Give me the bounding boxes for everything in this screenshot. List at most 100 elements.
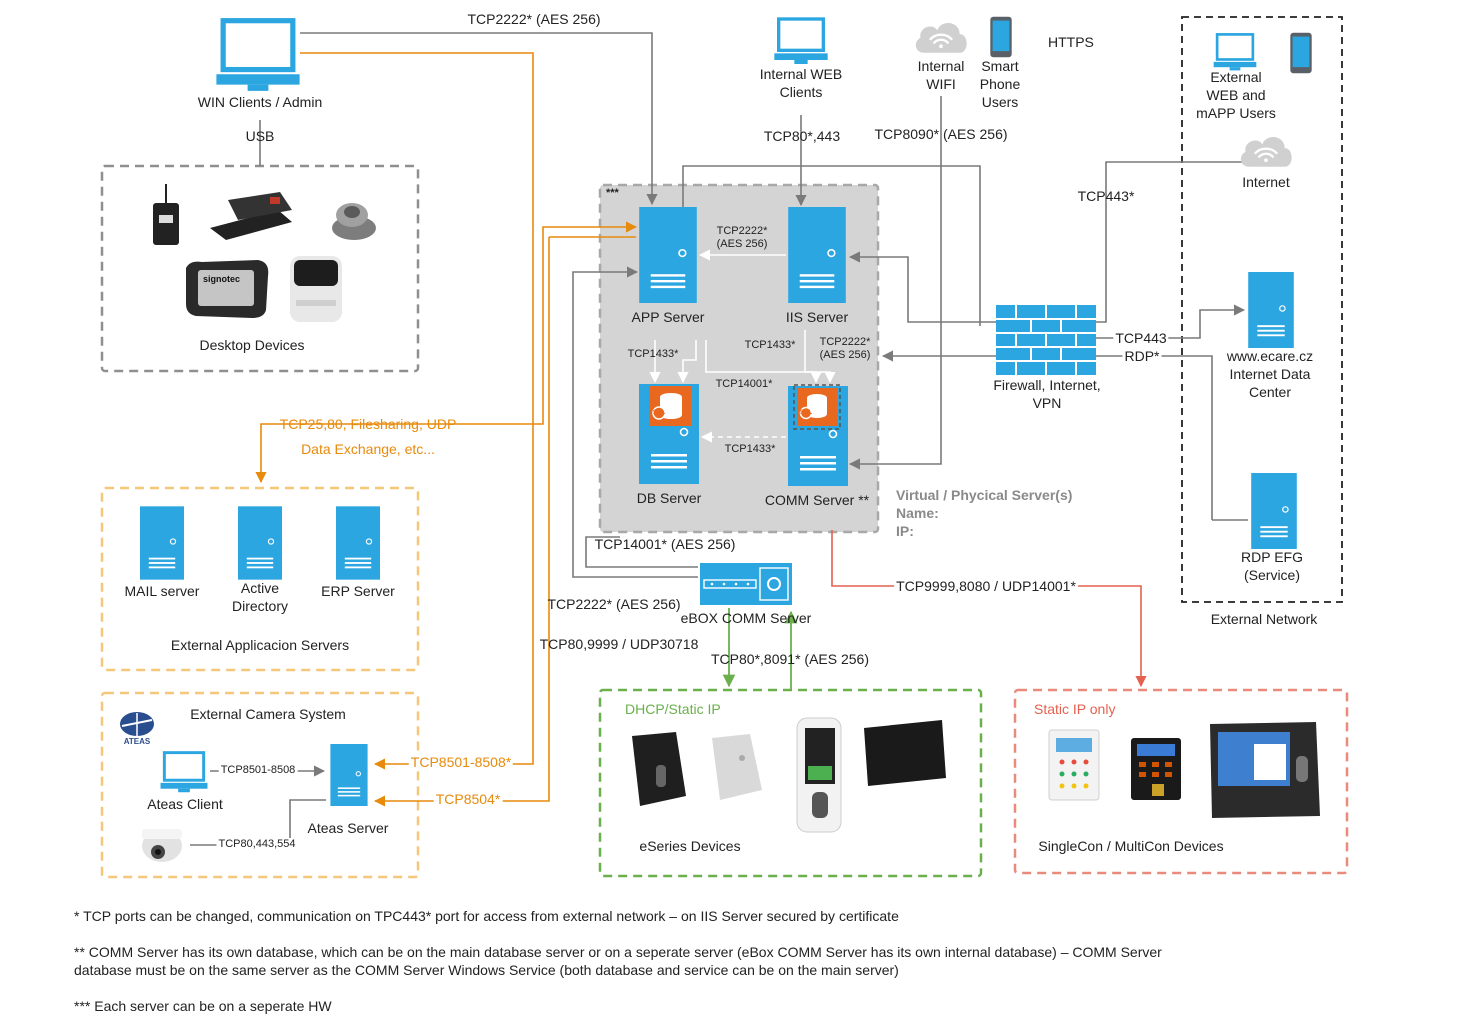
desktop-devices-label: Desktop Devices	[199, 337, 305, 353]
eseries-controller-icon	[864, 720, 946, 786]
line-win-app	[300, 32, 658, 206]
footnote-3: *** Each server can be on a seperate HW	[74, 998, 332, 1014]
multicon-terminal-icon	[1210, 722, 1320, 818]
ateas-logo-icon	[120, 712, 154, 736]
singlecon-devices-label: SingleCon / MultiCon Devices	[1038, 838, 1224, 854]
ateas-client-icon	[160, 751, 208, 793]
external-web-label: External WEB and mAPP Users	[1196, 69, 1276, 121]
ecare-label: www.ecare.cz Internet Data Center	[1226, 348, 1314, 400]
fingerprint-reader-icon	[332, 203, 376, 240]
https-label: HTTPS	[1048, 34, 1094, 50]
conn-web-iis: TCP80*,443	[763, 128, 841, 144]
sql-badge-comm: SQL	[799, 410, 813, 416]
line-ebox-app	[572, 266, 698, 578]
eseries-terminal-face-icon	[796, 717, 842, 833]
conn-comm-singlecon: TCP9999,8080 / UDP14001*	[894, 578, 1078, 594]
conn-comm-db: TCP1433*	[724, 443, 776, 455]
usb-label: USB	[245, 128, 275, 144]
line-ext-app	[533, 221, 638, 425]
virtual-servers-note: Virtual / Phycical Server(s) Name: IP:	[896, 487, 1073, 539]
line-internet-fw	[1096, 161, 1262, 323]
internal-wifi-label: Internal WIFI	[917, 58, 965, 92]
signature-pad-icon	[186, 260, 269, 318]
camera-system-group	[100, 691, 420, 879]
eseries-terminal-gray-icon	[712, 734, 762, 800]
sql-badge-db: SQL	[652, 410, 666, 416]
ebox-comm-label: eBOX COMM Server	[680, 610, 812, 626]
win-clients-icon	[216, 18, 300, 91]
line-fw-iis	[848, 251, 996, 323]
card-reader-icon	[153, 184, 179, 245]
external-web-icon	[1213, 33, 1257, 71]
smartphone-icon	[990, 16, 1012, 58]
conn-wifi-comm: TCP8090* (AES 256)	[874, 126, 1008, 142]
conn-fw-tcp443: TCP443	[1113, 330, 1169, 346]
ateas-server-icon	[329, 744, 369, 806]
smart-phone-label: Smart Phone Users	[979, 58, 1021, 110]
comm-db-badge-icon	[793, 384, 841, 430]
line-app-comm	[705, 340, 836, 384]
app-server-label: APP Server	[631, 309, 705, 325]
line-wifi-comm	[848, 96, 942, 470]
active-directory-label: Active Directory	[231, 580, 289, 614]
internet-label: Internet	[1242, 174, 1290, 190]
wifi-cloud-icon	[914, 21, 968, 55]
singlecon-group	[1013, 688, 1349, 875]
comm-server-label: COMM Server **	[764, 492, 870, 508]
win-clients-label: WIN Clients / Admin	[197, 94, 323, 110]
rdp-efg-label: RDP EFG (Service)	[1241, 549, 1303, 583]
active-directory-icon	[238, 506, 282, 580]
internal-web-icon	[774, 17, 828, 64]
external-app-servers-label: External Applicacion Servers	[170, 637, 350, 653]
server-box-marker: ***	[606, 187, 619, 199]
conn-app-db: TCP1433*	[627, 348, 679, 360]
conn-win-app: TCP2222* (AES 256)	[467, 11, 601, 27]
firewall-label: Firewall, Internet, VPN	[993, 377, 1101, 411]
conn-comm-ebox: TCP14001* (AES 256)	[594, 536, 736, 552]
signotec-label: signotec	[203, 274, 241, 284]
rdp-efg-server-icon	[1251, 473, 1297, 549]
conn-ext-apps: TCP25,80, Filesharing, UDP Data Exchange…	[279, 416, 457, 457]
conn-app-comm: TCP14001*	[715, 378, 773, 390]
line-rdp-box	[881, 350, 1213, 520]
ebox-comm-icon	[700, 563, 792, 605]
firewall-icon	[996, 305, 1096, 375]
mail-server-label: MAIL server	[124, 583, 200, 599]
ateas-server-label: Ateas Server	[307, 820, 389, 836]
ateas-client-label: Ateas Client	[147, 796, 223, 812]
line-comm-singlecon	[831, 530, 1147, 688]
label-printer-icon	[290, 256, 342, 322]
eseries-terminal-black-icon	[632, 732, 686, 806]
external-network-label: External Network	[1210, 611, 1318, 627]
conn-internet-fw: TCP443*	[1077, 188, 1135, 204]
dome-camera-icon	[142, 829, 182, 862]
footnote-1: * TCP ports can be changed, communicatio…	[74, 908, 899, 924]
mail-server-icon	[140, 506, 184, 580]
erp-server-label: ERP Server	[321, 583, 395, 599]
internal-web-label: Internal WEB Clients	[759, 66, 843, 100]
footnote-2: ** COMM Server has its own database, whi…	[74, 944, 1162, 978]
db-badge-icon	[649, 386, 691, 426]
line-iis-db	[677, 340, 697, 384]
db-server-label: DB Server	[636, 490, 702, 506]
internet-cloud-icon	[1239, 135, 1293, 169]
line-ateas-8504	[373, 237, 550, 807]
eseries-devices-label: eSeries Devices	[639, 838, 741, 854]
conn-ebox-eseries-in: TCP80,9999 / UDP30718	[539, 636, 699, 652]
singlecon-keypad-icon	[1048, 729, 1100, 801]
app-server-icon	[639, 207, 697, 303]
conn-ateas-8504: TCP8504*	[433, 791, 503, 807]
conn-app-iis: TCP2222* (AES 256)	[716, 225, 768, 250]
camera-system-label: External Camera System	[190, 706, 346, 722]
ateas-logo-text: ATEAS	[123, 737, 151, 746]
conn-ateas-8501: TCP8501-8508*	[408, 754, 514, 770]
conn-ebox-eseries-out: TCP80*,8091* (AES 256)	[711, 651, 869, 667]
mapp-phone-icon	[1290, 32, 1312, 74]
magstripe-reader-icon	[210, 192, 292, 240]
conn-fw-rdp: RDP*	[1122, 348, 1162, 364]
line-app-fw-top	[682, 165, 981, 326]
iis-server-icon	[788, 207, 846, 303]
singlecon-reader-icon	[1131, 738, 1181, 800]
conn-iis-comm: TCP2222* (AES 256)	[819, 336, 871, 361]
